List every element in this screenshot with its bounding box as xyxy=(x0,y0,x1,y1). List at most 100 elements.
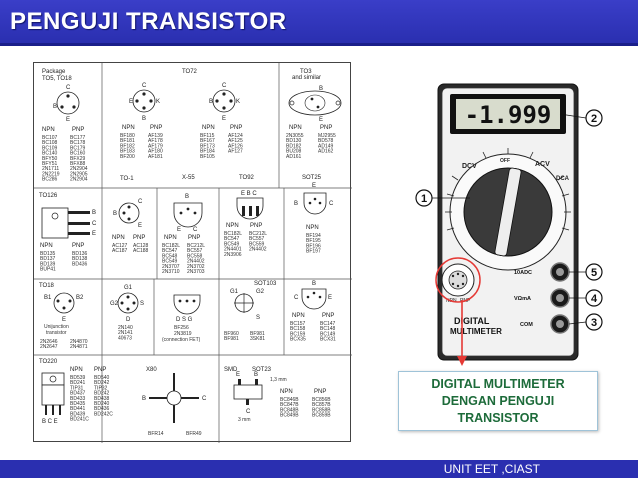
part-number: BF182 xyxy=(120,143,135,149)
part-number: BF195 xyxy=(306,238,321,244)
part-number: 2N2904 xyxy=(70,177,88,183)
svg-text:C: C xyxy=(193,227,198,233)
part-number: BD182 xyxy=(286,143,302,149)
part-number: BC108 xyxy=(42,140,58,146)
part-number: 2N3702 xyxy=(187,264,205,270)
svg-text:C: C xyxy=(222,83,227,89)
part-number: 2N4871 xyxy=(70,344,88,350)
part-number: BFX88 xyxy=(70,161,86,167)
to18-label: TO18 xyxy=(39,283,55,289)
part-number: BD135 xyxy=(40,251,56,257)
caption-line-1: DIGITAL MULTIMETER xyxy=(431,377,565,391)
to220-package-icon: B C E xyxy=(41,372,65,425)
part-number: AD149 xyxy=(318,143,334,149)
svg-text:B: B xyxy=(254,372,258,378)
part-number: 2N3707 xyxy=(162,264,180,270)
to72-package-icon: CE KB CB KE xyxy=(129,83,240,122)
pkg-label: Package xyxy=(42,69,66,75)
digital-multimeter: -1.999 DCV ACV DCA OFF NPN PNP D xyxy=(410,80,632,362)
part-number: BD136 xyxy=(72,251,88,257)
pnp-label: PNP xyxy=(150,125,162,131)
part-number: BD439 xyxy=(70,411,86,417)
part-number: 2N2904 xyxy=(70,166,88,172)
brand-label: DIGITAL xyxy=(454,316,490,326)
part-number: AF127 xyxy=(228,149,243,155)
part-number: AD161 xyxy=(286,154,302,160)
svg-text:C: C xyxy=(142,83,147,89)
part-number: BD438 xyxy=(94,396,110,402)
to3-package-icon: BE xyxy=(288,86,342,123)
to92-package-icon: E B C xyxy=(236,191,264,220)
part-number: BF167 xyxy=(200,138,215,144)
part-number: AF179 xyxy=(148,143,163,149)
part-number: BC547 xyxy=(224,236,240,242)
part-number: BD435 xyxy=(70,401,86,407)
part-number: 2N3906 xyxy=(224,252,242,258)
svg-text:S: S xyxy=(140,301,144,307)
svg-text:B: B xyxy=(312,281,316,287)
svg-text:E: E xyxy=(129,99,133,105)
to126-package-icon: BCE xyxy=(41,207,97,239)
footer-text: UNIT EET ,CIAST xyxy=(443,462,540,476)
pnp-label: PNP xyxy=(314,389,326,395)
npn-label: NPN xyxy=(42,127,55,133)
page-title: PENGUJI TRANSISTOR xyxy=(10,8,287,35)
bfr14-label: BFR14 xyxy=(148,431,164,437)
bf256-package-icon: D S G xyxy=(173,294,201,323)
svg-text:E: E xyxy=(177,227,181,233)
part-number: BD436 xyxy=(72,261,88,267)
part-number: BC557 xyxy=(249,236,265,242)
svg-text:E: E xyxy=(66,117,70,123)
part-number: AD162 xyxy=(318,149,334,155)
svg-text:D: D xyxy=(126,317,131,323)
part-number: BC557 xyxy=(187,248,203,254)
svg-text:B: B xyxy=(185,194,189,200)
vma-label: VΩmA xyxy=(514,296,531,302)
part-number: BD137 xyxy=(40,256,56,262)
part-number: AF125 xyxy=(228,138,243,144)
part-number: BD437 xyxy=(70,391,86,397)
part-number: MJ2955 xyxy=(318,133,336,139)
com-label: COM xyxy=(520,322,533,328)
svg-text:E B C: E B C xyxy=(241,191,257,197)
npn-label: NPN xyxy=(226,223,239,229)
callout-4: 4 xyxy=(591,293,598,305)
to1-label: TO-1 xyxy=(120,176,134,182)
svg-text:E: E xyxy=(319,117,323,123)
part-number: BC559 xyxy=(249,241,265,247)
svg-text:E: E xyxy=(62,317,66,323)
selector-knob-pointer[interactable] xyxy=(494,167,522,257)
smd-label: SMD xyxy=(224,367,238,373)
parts-list: BD540BD242TIP32BD242BD438BD240BD436BD242… xyxy=(94,375,113,417)
jfet-label: 2N3819 xyxy=(174,331,192,337)
part-number: BC149 xyxy=(320,331,336,337)
part-number: BC859B xyxy=(312,413,331,419)
part-number: BC177 xyxy=(70,135,86,141)
svg-text:E: E xyxy=(236,372,240,378)
part-number: BC140 xyxy=(42,151,58,157)
part-number: BF183 xyxy=(120,149,135,155)
part-number: BC212L xyxy=(187,243,205,249)
part-number: BFY50 xyxy=(42,156,58,162)
part-number: AF126 xyxy=(228,143,243,149)
to72-label: TO72 xyxy=(182,69,198,75)
highlight-circle xyxy=(435,257,481,303)
npn-label: NPN xyxy=(306,225,319,231)
part-number: BC157 xyxy=(290,321,306,327)
caption-line-3: TRANSISTOR xyxy=(457,411,539,425)
